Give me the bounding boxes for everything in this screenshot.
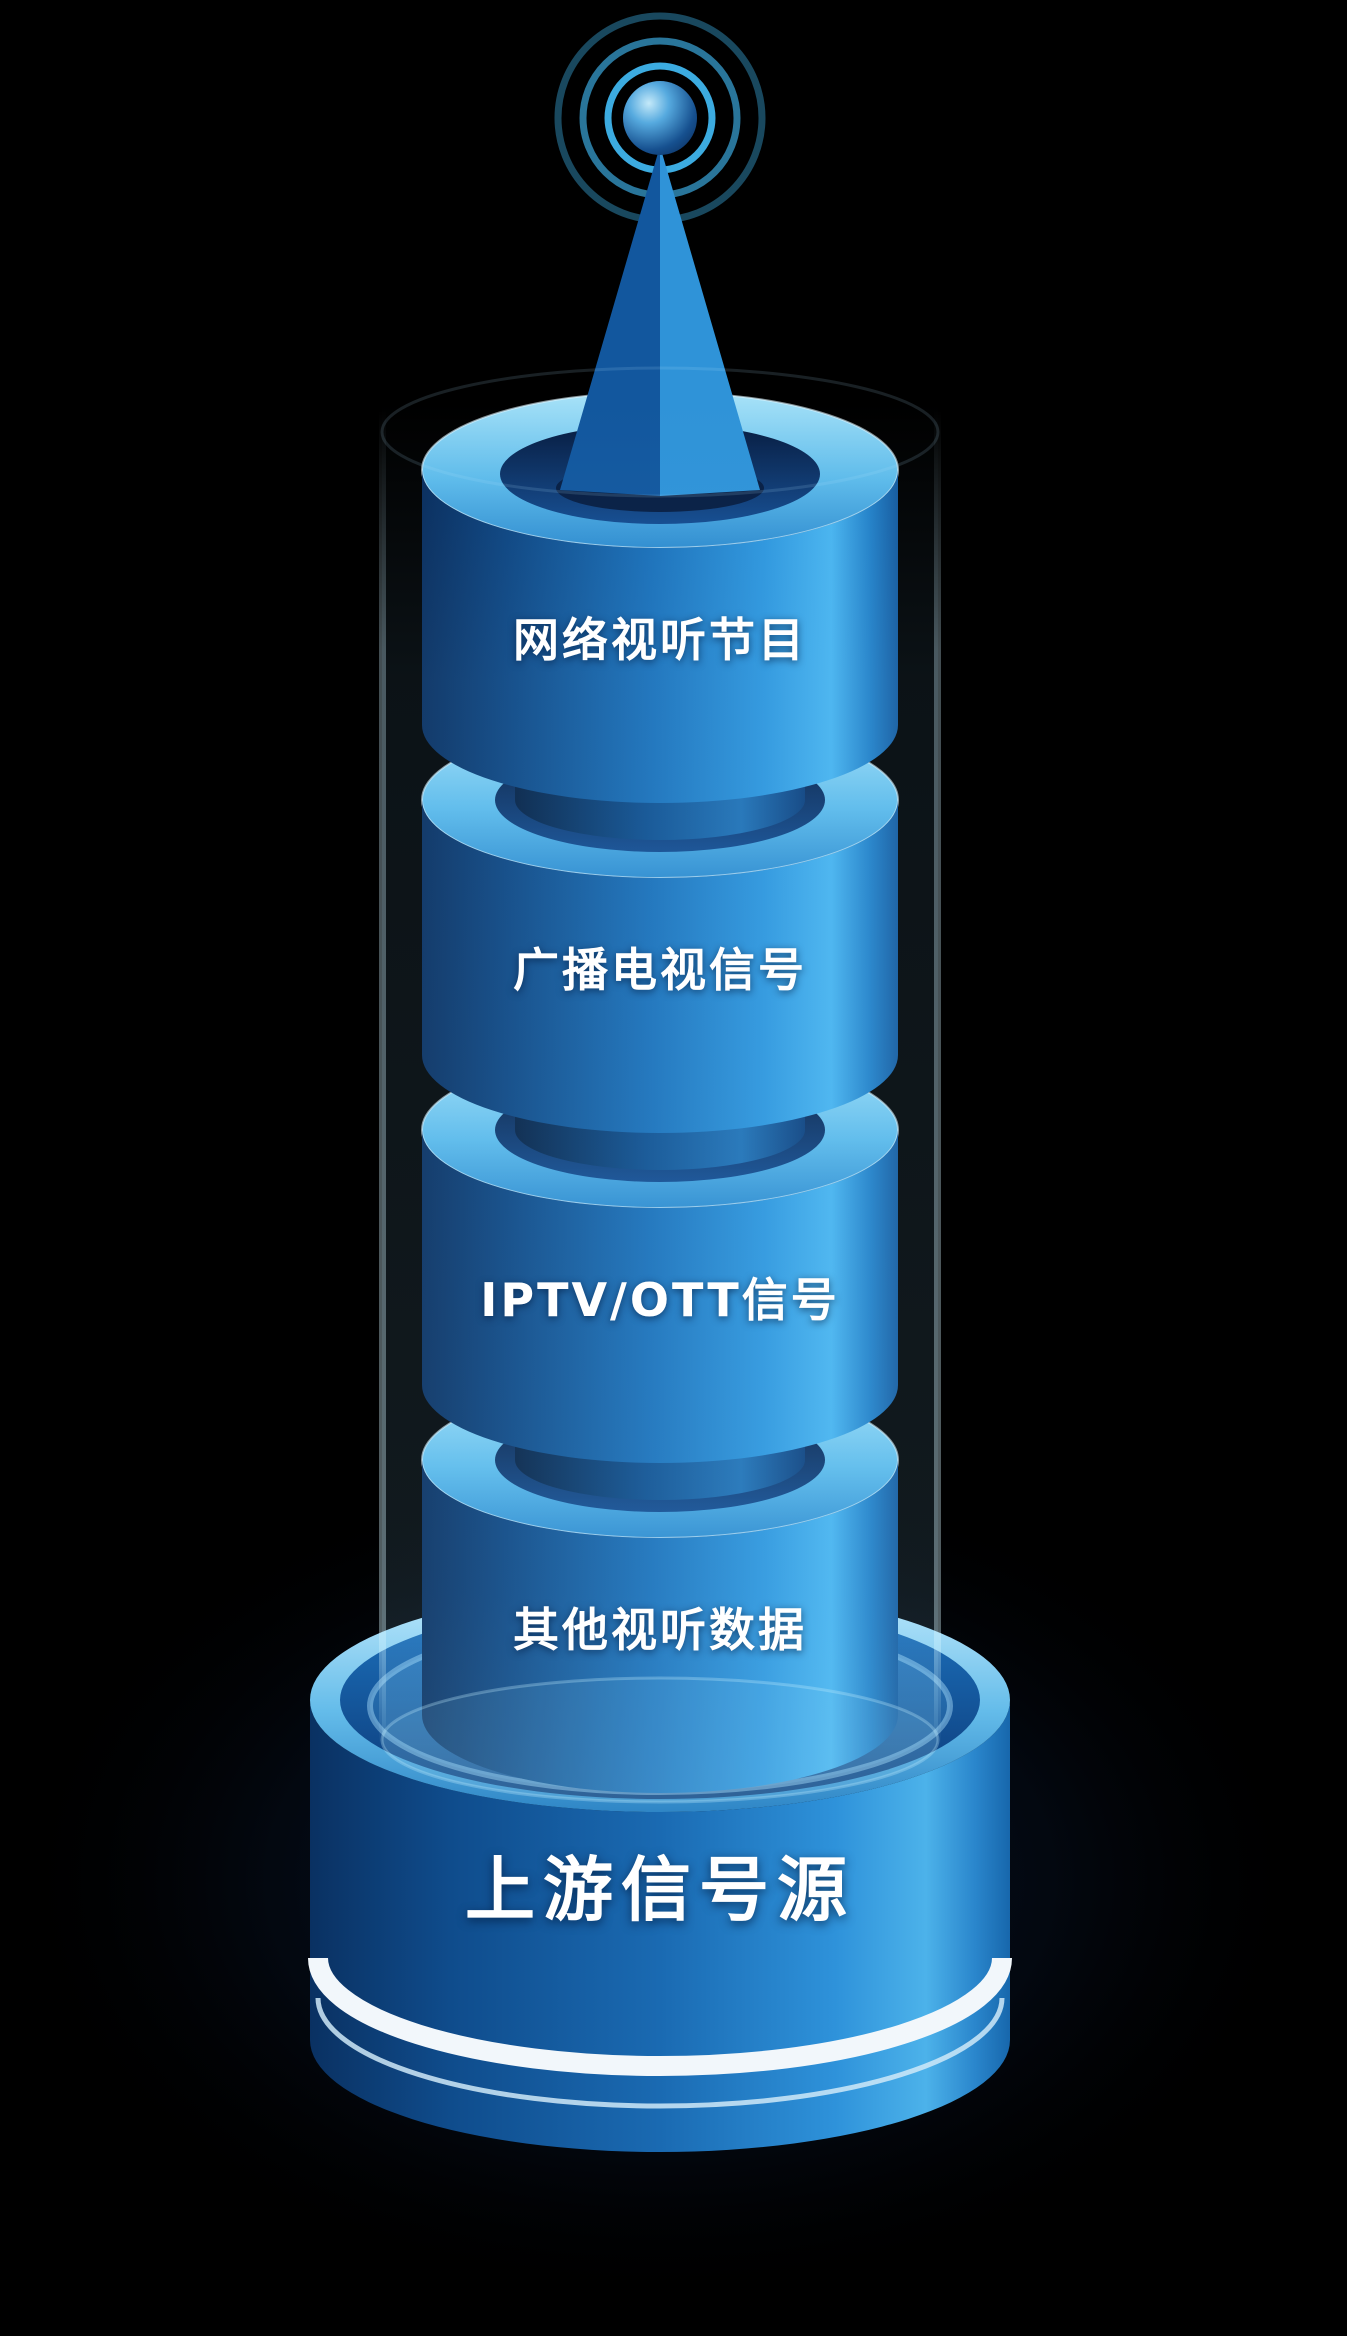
- segment-2-label: 广播电视信号: [513, 943, 807, 997]
- segment-4-label: 其他视听数据: [513, 1603, 807, 1657]
- antenna-ball: [623, 81, 697, 155]
- base-body: [310, 1700, 1010, 2152]
- segment-3-label: IPTV/OTT信号: [480, 1273, 840, 1327]
- base-label: 上游信号源: [465, 1849, 855, 1931]
- segment-1-label: 网络视听节目: [513, 613, 807, 667]
- glass-tube: [379, 366, 941, 1804]
- base-white-stripe: [308, 1957, 1012, 2076]
- base-thin-stripe: [315, 1997, 1005, 2109]
